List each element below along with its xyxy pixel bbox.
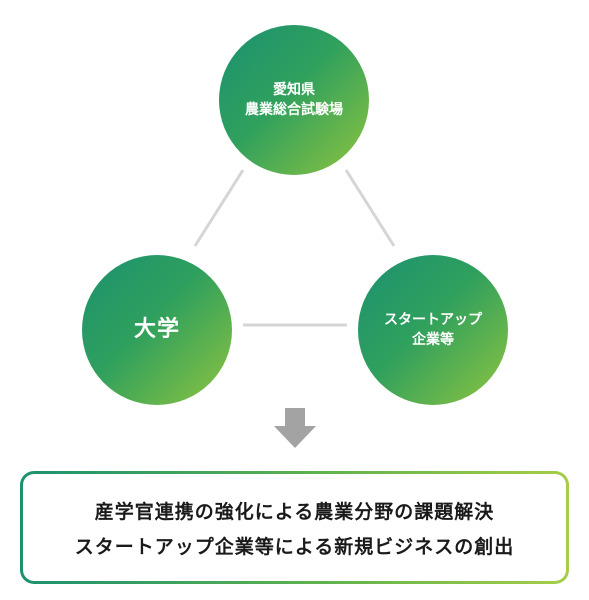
result-box: 産学官連携の強化による農業分野の課題解決 スタートアップ企業等による新規ビジネス…: [20, 471, 569, 584]
node-aichi-agricultural-research-center: 愛知県 農業総合試験場: [219, 25, 369, 175]
down-arrow-icon: [274, 408, 316, 448]
result-box-inner: 産学官連携の強化による農業分野の課題解決 スタートアップ企業等による新規ビジネス…: [23, 474, 566, 581]
node-right-label: スタートアップ 企業等: [384, 311, 482, 348]
connector-top-left: [193, 169, 245, 247]
node-university: 大学: [82, 255, 232, 405]
node-left-label: 大学: [133, 317, 180, 343]
connector-top-right: [344, 169, 396, 247]
result-line-1: 産学官連携の強化による農業分野の課題解決: [94, 500, 495, 523]
node-startup-companies: スタートアップ 企業等: [358, 255, 508, 405]
node-top-label: 愛知県 農業総合試験場: [245, 81, 343, 118]
result-line-2: スタートアップ企業等による新規ビジネスの創出: [74, 535, 515, 558]
